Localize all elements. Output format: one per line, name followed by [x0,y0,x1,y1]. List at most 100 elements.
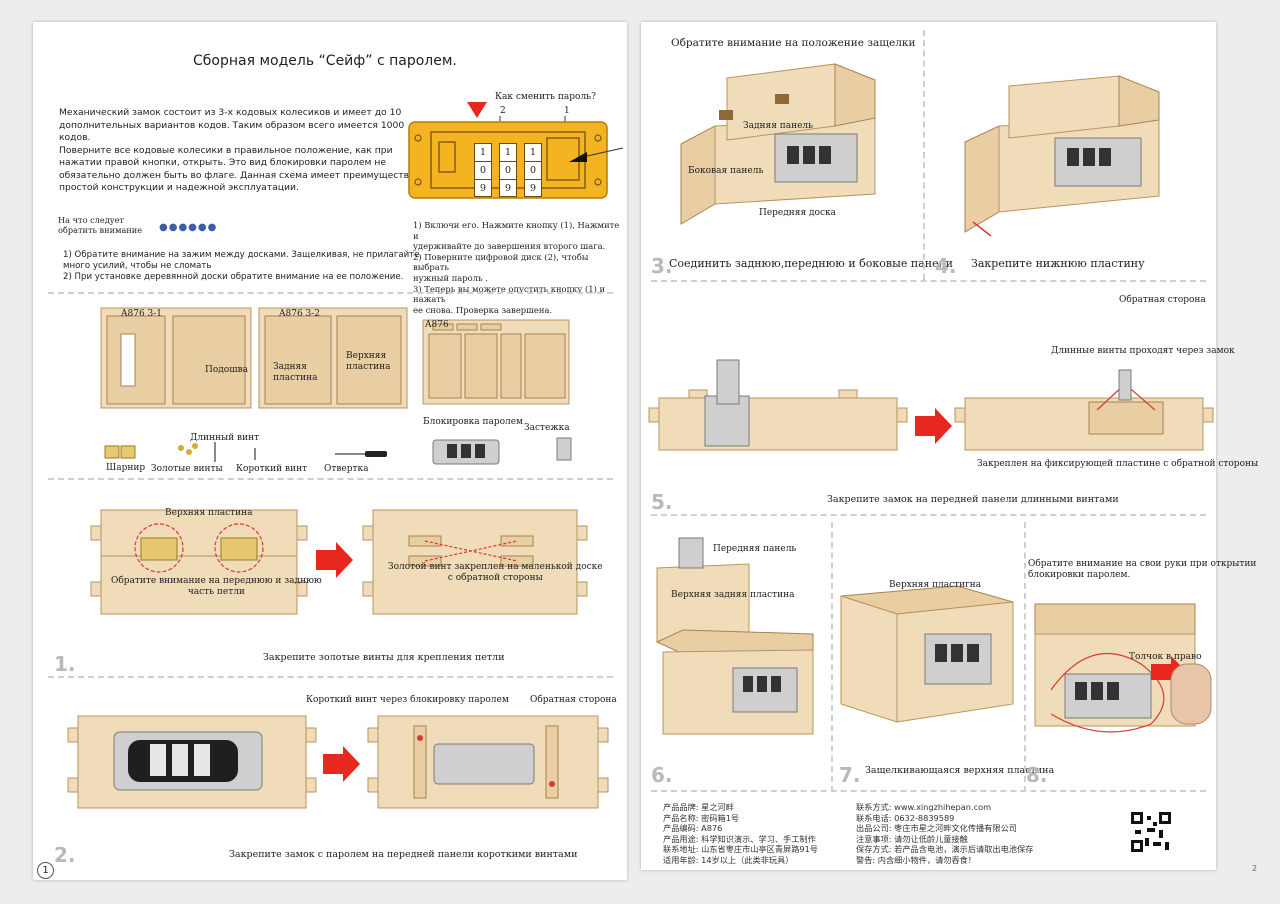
step2-illustration [67,715,609,809]
part-top-panel: Верхняя пластина [346,351,390,373]
info-row: 警告: 内含细小物件，请勿吞食！ [856,855,1033,866]
info-key: 联系方式: [856,802,892,812]
parts-sheets [100,307,570,409]
part-gold-screws: Золотые винты [151,464,223,474]
step7-top-plate: Верхняя пластигна [889,580,982,590]
wheel-digit: 1 [529,147,537,158]
code-wheel[interactable]: 1 0 9 [474,143,492,197]
step6-front-panel: Передняя панель [713,544,797,554]
step3-number: 3. [651,254,673,278]
press-arrow-icon [569,152,587,162]
info-row: 联系地址: 山东省枣庄市山亭区青屏路91号 [663,844,818,855]
step3-front-board: Передняя доска [759,208,837,218]
step8-push: Толчок в право [1129,652,1202,662]
step1-note-line: часть петли [187,587,245,597]
small-parts [104,437,572,465]
info-key: 联系电话: [856,812,892,823]
intro-line: Механический замок состоит из 3-х кодовы… [59,107,402,118]
lock-number-1: 1 [564,106,570,116]
page-number: 2 [1252,864,1258,873]
info-key: 产品品牌: [663,802,699,812]
right-page: Обратите внимание на положение защелки З… [641,22,1258,870]
step3-side-panel: Боковая панель [688,166,764,176]
step3-illustration [680,63,876,225]
part-label-line: Задняя [273,362,307,372]
step5-number: 5. [651,490,673,514]
step1-number: 1. [54,652,76,676]
step7-illustration [840,585,1014,723]
arrow-right-icon [316,542,353,578]
gold-screw-icon [178,445,184,451]
password-steps: 1) Включи его. Нажмите кнопку (1), Нажми… [413,220,627,315]
attention-notes: 1) Обратите внимание на зажим между доск… [63,250,419,283]
password-question: Как сменить пароль? [495,92,596,102]
step5-back-side: Обратная сторона [1119,295,1206,305]
wheel-digit: 9 [529,183,537,194]
hinge-icon [104,445,120,459]
info-value: www.xingzhihepan.com [894,802,992,812]
wheel-digit: 9 [479,183,487,194]
sheet-code: A876 3-1 [121,309,163,319]
part-hinge: Шарнир [106,463,146,473]
part-base: Подошва [205,365,249,375]
sheet-code: A876 [425,320,449,330]
step4-number: 4. [935,254,957,278]
info-row: 出品公司: 枣庄市星之河畔文化传播有限公司 [856,823,1033,834]
step3-caption: Соединить заднюю,переднюю и боковые пане… [669,257,953,270]
code-wheel[interactable]: 1 0 9 [499,143,517,197]
intro-text: Механический замок состоит из 3-х кодовы… [59,107,415,195]
code-wheel[interactable]: 1 0 9 [524,143,542,197]
wheel-digit: 0 [475,161,491,180]
red-arrow-down-icon [467,102,487,118]
part-long-screw: Длинный винт [190,433,260,443]
step2-back-side: Обратная сторона [530,695,617,705]
info-row: 产品用途: 科学知识演示、学习、手工制作 [663,834,818,845]
qr-code-icon[interactable] [1131,812,1171,852]
step2-short-screw-note: Короткий винт через блокировку паролем [306,695,509,705]
intro-line: обязательно должен быть во флаге. Данная… [59,169,415,181]
divider [651,280,1206,282]
password-step-line: 1) Включи его. Нажмите кнопку (1), Нажми… [413,220,620,241]
info-key: 产品用途: [663,833,699,844]
info-row: 注意事项: 请勿让低龄儿童接触 [856,834,1033,845]
step1-fixed-line: Золотой винт закреплен на маленькой доск… [388,562,603,572]
intro-line: кодов. [59,132,91,143]
intro-line: простой конструкции и надежной эксплуата… [59,182,299,193]
info-value: 请勿让低龄儿童接触 [894,833,968,844]
part-label-line: пластина [346,362,391,372]
info-value: 枣庄市星之河畔文化传播有限公司 [894,823,1017,833]
hinge-icon [220,537,258,561]
hand-icon [1170,663,1212,725]
step7-caption: Защелкивающаяся верхняя пластина [865,765,1055,776]
divider [831,522,833,792]
arrow-right-icon [323,746,360,782]
info-value: 14岁以上（此类非玩具） [701,854,794,865]
intro-line: нажатии правой кнопки, открыть. Это вид … [59,157,386,168]
step1-note: Обратите внимание на переднюю и заднюю ч… [111,576,322,598]
step2-number: 2. [54,843,76,867]
step5-long-screws-note: Длинные винты проходят через замок [1051,346,1235,356]
step1-note-line: Обратите внимание на переднюю и заднюю [111,576,322,586]
step8-number: 8. [1026,763,1048,787]
info-value: 若产品含电池，演示后请取出电池保存 [894,844,1034,854]
page-number: 1 [37,862,54,879]
left-page: Сборная модель “Сейф” с паролем. Механич… [33,22,627,880]
part-latch: Застежка [524,423,570,433]
step5-fixed-note: Закреплен на фиксирующей пластине с обра… [977,459,1259,469]
info-value: A876 [701,823,723,833]
divider [48,676,613,678]
info-value: 密码箱1号 [701,812,740,823]
password-step-line: 2) Поверните цифровой диск (2), чтобы вы… [413,251,589,273]
step1-top-plate: Верхняя пластина [165,508,253,518]
wheel-digit: 0 [500,161,516,180]
step8-note-line: блокировки паролем. [1028,570,1131,580]
info-key: 警告: [856,854,876,865]
divider [48,478,613,480]
part-label-line: Верхняя [346,351,387,361]
page-title: Сборная модель “Сейф” с паролем. [193,53,457,69]
info-value: 0632-8839589 [894,812,955,823]
intro-line: дополнительных вариантов кодов. Таким об… [59,119,405,131]
step4-illustration [964,75,1160,237]
arrow-right-icon [915,408,952,444]
info-row: 产品编码: A876 [663,823,818,834]
